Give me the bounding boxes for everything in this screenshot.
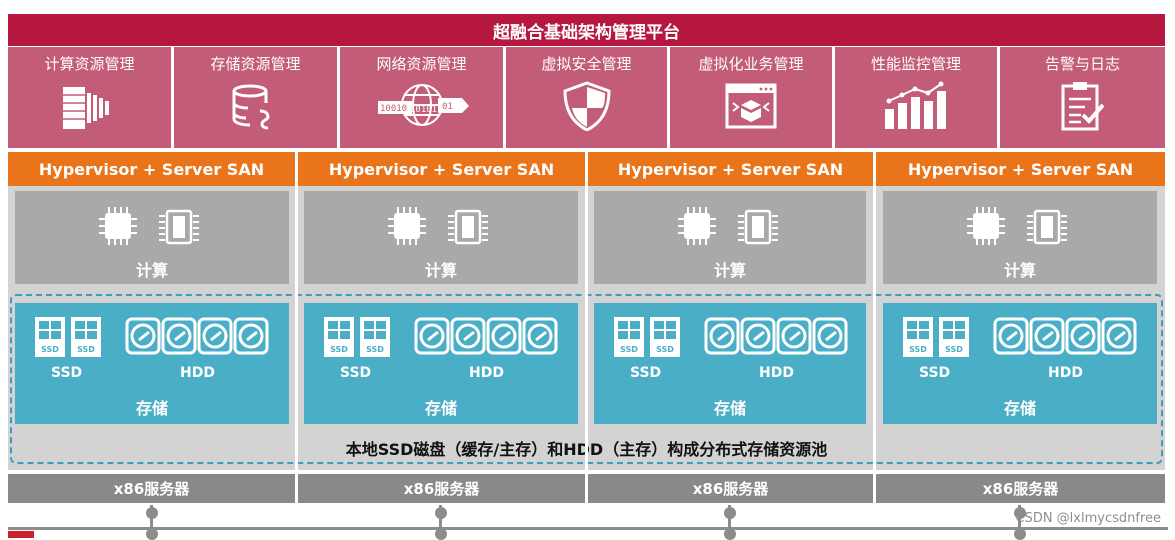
bus-node-dot [435,528,447,540]
module-alarm-and-log: 告警与日志 [1000,47,1165,148]
module-network-management: 网络资源管理 10010 10101 01 [340,47,503,148]
module-performance-monitoring: 性能监控管理 [835,47,997,148]
node-divider [585,152,588,503]
bar-chart-icon [885,81,946,129]
compute-block-4: 计算 [883,191,1157,284]
cpu-memory-icon [388,207,488,245]
module-virtualization-business-management: 虚拟化业务管理 [670,47,832,148]
hypervisor-layer-3: Hypervisor + Server SAN [588,152,873,186]
compute-block-1: 计算 [15,191,289,284]
ssd-label: SSD [340,365,372,381]
compute-block-3: 计算 [594,191,866,284]
ssd-badge: SSD [945,345,963,354]
compute-label: 计算 [424,261,457,280]
ssd-icon: SSD [35,317,65,357]
bus-node-dot [724,507,736,519]
hdd-label: HDD [180,365,215,381]
x86-server-4: x86服务器 [876,474,1165,503]
ssd-badge: SSD [330,345,348,354]
bus-node-dot [435,507,447,519]
x86-server-3: x86服务器 [588,474,873,503]
ssd-badge: SSD [41,345,59,354]
bus-node-dot [1014,528,1026,540]
storage-label: 存储 [1003,399,1036,418]
x86-server-2: x86服务器 [298,474,585,503]
hypervisor-layer-1: Hypervisor + Server SAN [8,152,295,186]
node-divider [873,152,876,503]
storage-block-4: SSD SSD SSD HDD 存储 [883,303,1157,424]
node-divider [295,152,298,503]
module-label: 网络资源管理 [376,55,467,73]
ssd-badge: SSD [909,345,927,354]
network-bus-line [8,527,1168,530]
module-virtual-security-management: 虚拟安全管理 [506,47,667,148]
storage-block-2: SSD SSD SSD HDD 存储 [304,303,578,424]
compute-label: 计算 [135,261,168,280]
hdd-label: HDD [759,365,794,381]
ssd-badge: SSD [366,345,384,354]
module-label: 性能监控管理 [870,55,961,73]
storage-label: 存储 [424,399,457,418]
module-storage-management: 存储资源管理 [174,47,337,148]
module-label: 告警与日志 [1044,55,1120,73]
ssd-hdd-icons: SSD SSD [324,317,558,357]
ssd-badge: SSD [620,345,638,354]
ssd-hdd-icons: SSD SSD [903,317,1137,357]
module-label: 虚拟安全管理 [541,55,632,73]
storage-label: 存储 [713,399,746,418]
bus-node-dot [146,528,158,540]
bus-node-dot [146,507,158,519]
watermark: CSDN @lxlmycsdnfree [1015,511,1161,526]
x86-server-1: x86服务器 [8,474,295,503]
hdd-label: HDD [469,365,504,381]
cpu-memory-icon [967,207,1067,245]
cpu-memory-icon [99,207,199,245]
platform-title: 超融合基础架构管理平台 [8,14,1165,46]
hdd-icons [125,317,269,355]
module-label: 计算资源管理 [44,55,135,73]
cpu-memory-icon [678,207,778,245]
ssd-hdd-icons: SSD SSD [614,317,848,357]
corner-accent [8,531,34,538]
storage-label: 存储 [135,399,168,418]
binary-left-text: 10010 [380,104,407,114]
ssd-badge: SSD [77,345,95,354]
module-label: 存储资源管理 [210,55,301,73]
bus-node-dot [724,528,736,540]
clipboard-check-icon [1061,82,1105,131]
ssd-badge: SSD [656,345,674,354]
hypervisor-layer-4: Hypervisor + Server SAN [876,152,1165,186]
compute-label: 计算 [1003,261,1036,280]
hypervisor-layer-2: Hypervisor + Server SAN [298,152,585,186]
bus-node-dot [1014,507,1026,519]
server-rack-icon [62,87,109,129]
compute-block-2: 计算 [304,191,578,284]
ssd-label: SSD [630,365,662,381]
shield-icon [562,81,611,131]
storage-block-1: SSD SSD SSD HDD 存储 [15,303,289,424]
storage-block-3: SSD SSD SSD HDD 存储 [594,303,866,424]
ssd-hdd-icons: SSD SSD [35,317,269,357]
binary-right-text: 01 [442,102,453,112]
compute-label: 计算 [713,261,746,280]
storage-database-icon [232,84,270,130]
ssd-label: SSD [919,365,951,381]
ssd-label: SSD [51,365,83,381]
module-compute-management: 计算资源管理 [8,47,171,148]
module-label: 虚拟化业务管理 [698,55,804,73]
network-globe-icon: 10010 10101 01 [377,84,469,126]
binary-mid-text: 10101 [410,105,437,115]
virtual-window-icon [725,83,777,129]
hdd-label: HDD [1048,365,1083,381]
